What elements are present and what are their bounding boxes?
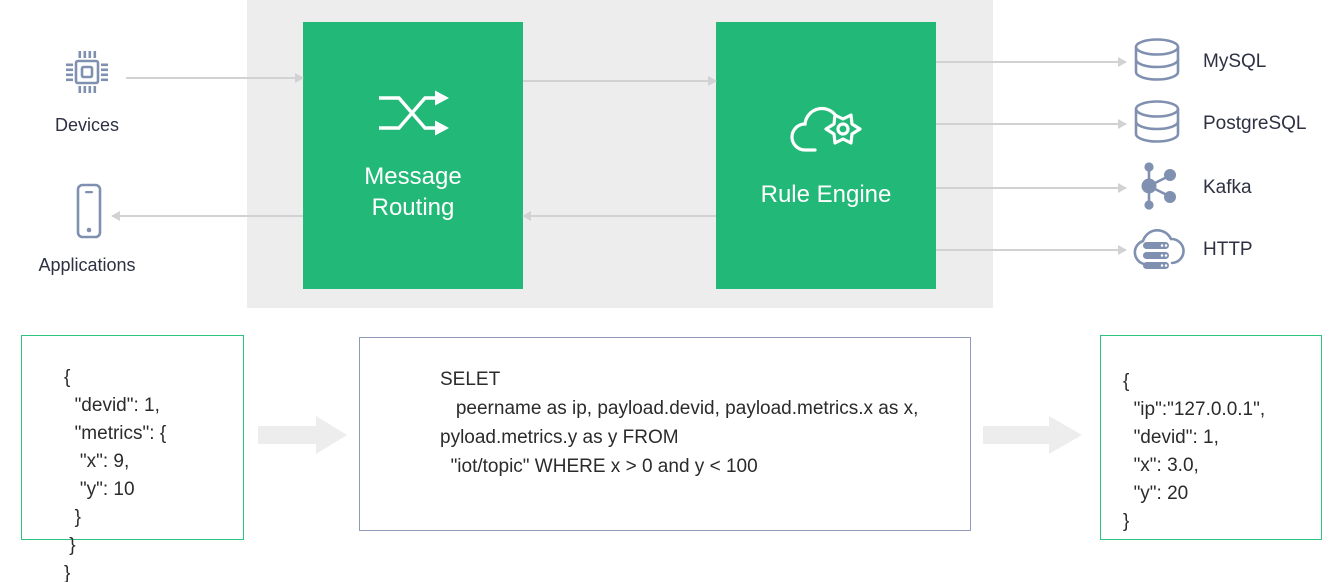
sink-postgresql-label: PostgreSQL	[1203, 113, 1307, 134]
cloud-server-icon	[1129, 222, 1185, 279]
flow-arrow-input-to-query	[258, 415, 348, 460]
sink-mysql-label: MySQL	[1203, 51, 1267, 72]
source-applications: Applications	[2, 180, 172, 276]
sql-rule-query: SELET peername as ip, payload.devid, pay…	[440, 369, 919, 477]
output-payload-json: { "ip":"127.0.0.1", "devid": 1, "x": 3.0…	[1123, 371, 1266, 532]
sink-kafka[interactable]: Kafka	[1129, 160, 1252, 216]
smartphone-icon	[2, 180, 172, 247]
sink-postgresql[interactable]: PostgreSQL	[1129, 96, 1307, 152]
database-icon	[1129, 96, 1185, 153]
source-devices-label: Devices	[54, 115, 120, 135]
sink-kafka-label: Kafka	[1203, 177, 1252, 198]
process-message-routing[interactable]: Message Routing	[303, 22, 523, 289]
sink-http-label: HTTP	[1203, 239, 1253, 260]
sink-http[interactable]: HTTP	[1129, 222, 1253, 278]
input-payload-panel: { "devid": 1, "metrics": { "x": 9, "y": …	[21, 335, 244, 582]
cloud-gear-icon	[789, 102, 863, 163]
process-rule-engine[interactable]: Rule Engine	[716, 22, 936, 289]
process-rule-engine-label: Rule Engine	[760, 180, 892, 208]
source-devices: Devices	[2, 42, 172, 136]
process-message-routing-label: Message Routing	[364, 163, 462, 221]
sql-rule-panel: SELET peername as ip, payload.devid, pay…	[359, 337, 971, 531]
output-payload-panel: { "ip":"127.0.0.1", "devid": 1, "x": 3.0…	[1100, 335, 1322, 540]
source-applications-label: Applications	[38, 255, 136, 275]
sink-mysql[interactable]: MySQL	[1129, 34, 1266, 90]
flow-arrow-query-to-output	[983, 415, 1083, 460]
input-payload-json: { "devid": 1, "metrics": { "x": 9, "y": …	[64, 367, 167, 582]
shuffle-arrows-icon	[375, 88, 451, 145]
network-nodes-icon	[1129, 160, 1185, 217]
database-icon	[1129, 34, 1185, 91]
chip-icon	[2, 42, 172, 107]
